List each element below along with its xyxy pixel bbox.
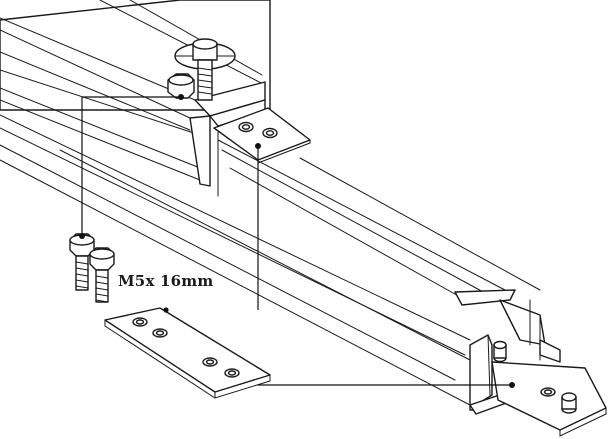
upper-rail	[0, 0, 271, 197]
top-hex-nut	[167, 73, 195, 99]
lower-rail	[0, 114, 561, 415]
bottom-right-splice-plate	[491, 340, 607, 437]
tapered-blade	[217, 139, 541, 306]
thumb-screw	[174, 38, 236, 101]
top-splice-plate	[213, 107, 311, 164]
loose-bolt-right	[89, 247, 115, 303]
loose-splice-plate	[104, 307, 271, 399]
loose-bolt-left	[69, 233, 95, 291]
leader-lines	[79, 94, 515, 388]
fastener-size-label: M5x 16mm	[118, 272, 214, 290]
